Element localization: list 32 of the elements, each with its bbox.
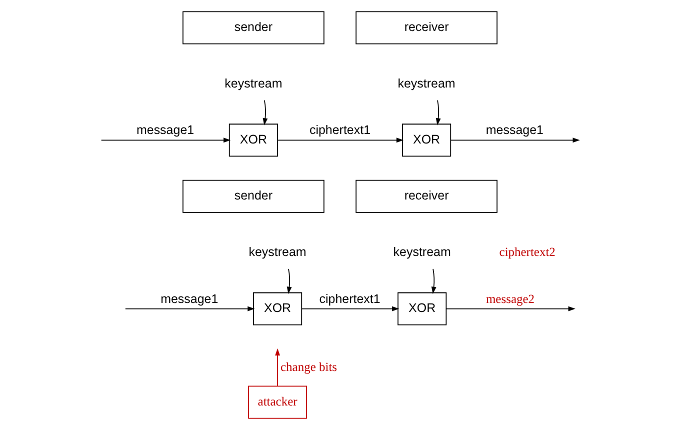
arrow (430, 268, 436, 294)
node-box: XOR (402, 124, 451, 157)
node-text: keystream (397, 76, 455, 90)
node-box: sender (182, 180, 324, 213)
node-box: sender (182, 11, 324, 44)
edge-label: message1 (136, 123, 194, 138)
node-text: keystream (224, 76, 282, 90)
edge-label: ciphertext1 (318, 292, 380, 306)
node-text: keystream (248, 244, 306, 259)
label: ciphertext2 (498, 244, 555, 259)
node-box: XOR (252, 292, 302, 326)
arrow (262, 100, 268, 126)
arrow (274, 348, 280, 387)
node-box: XOR (397, 292, 446, 326)
arrow (276, 138, 404, 143)
node-text: keystream (392, 244, 450, 259)
edge-label: message2 (485, 292, 534, 306)
edge-label: change bits (280, 360, 337, 374)
node-box: receiver (355, 11, 497, 44)
arrow (286, 268, 292, 294)
edge-label: message1 (160, 292, 218, 306)
arrow (300, 306, 399, 312)
edge-label: ciphertext1 (308, 123, 370, 138)
node-box: XOR (228, 124, 278, 157)
arrow (435, 100, 440, 126)
edge-label: message1 (485, 123, 544, 138)
node-box: attacker (248, 386, 306, 419)
arrow (445, 306, 575, 312)
arrow (450, 138, 580, 143)
arrow (124, 306, 254, 312)
arrow (100, 138, 230, 143)
node-box: receiver (355, 180, 497, 213)
